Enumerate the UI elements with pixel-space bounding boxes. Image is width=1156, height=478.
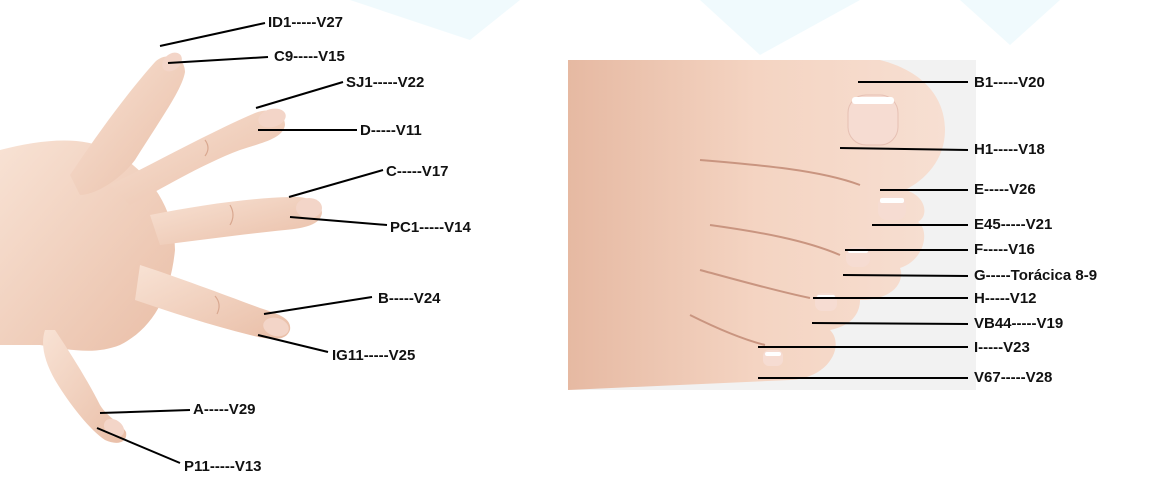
label-h1: H1-----V18 bbox=[974, 141, 1045, 159]
leader-line-id1 bbox=[160, 23, 265, 46]
label-pc1: PC1-----V14 bbox=[390, 219, 471, 237]
leader-line-ig11 bbox=[258, 335, 328, 352]
label-ig11: IG11-----V25 bbox=[332, 347, 415, 365]
label-a: A-----V29 bbox=[193, 401, 256, 419]
watermark bbox=[350, 0, 1060, 55]
label-f: F-----V16 bbox=[974, 241, 1035, 259]
leader-line-sj1 bbox=[256, 82, 343, 108]
label-c: C-----V17 bbox=[386, 163, 449, 181]
label-e: E-----V26 bbox=[974, 181, 1036, 199]
label-id1: ID1-----V27 bbox=[268, 14, 343, 32]
label-e45: E45-----V21 bbox=[974, 216, 1052, 234]
label-p11: P11-----V13 bbox=[184, 458, 262, 476]
leader-line-g bbox=[843, 275, 968, 276]
leader-line-b bbox=[264, 297, 372, 314]
leader-line-c bbox=[289, 170, 383, 197]
label-vb44: VB44-----V19 bbox=[974, 315, 1063, 333]
label-b: B-----V24 bbox=[378, 290, 441, 308]
label-g: G-----Torácica 8-9 bbox=[974, 267, 1097, 285]
leader-line-a bbox=[100, 410, 190, 413]
label-i: I-----V23 bbox=[974, 339, 1030, 357]
leader-line-c9 bbox=[168, 57, 268, 63]
leader-line-vb44 bbox=[812, 323, 968, 324]
label-b1: B1-----V20 bbox=[974, 74, 1045, 92]
label-c9: C9-----V15 bbox=[274, 48, 345, 66]
label-v67: V67-----V28 bbox=[974, 369, 1052, 387]
hand-illustration bbox=[0, 49, 322, 443]
label-h: H-----V12 bbox=[974, 290, 1037, 308]
label-sj1: SJ1-----V22 bbox=[346, 74, 424, 92]
leader-line-p11 bbox=[97, 428, 180, 463]
label-d: D-----V11 bbox=[360, 122, 422, 140]
